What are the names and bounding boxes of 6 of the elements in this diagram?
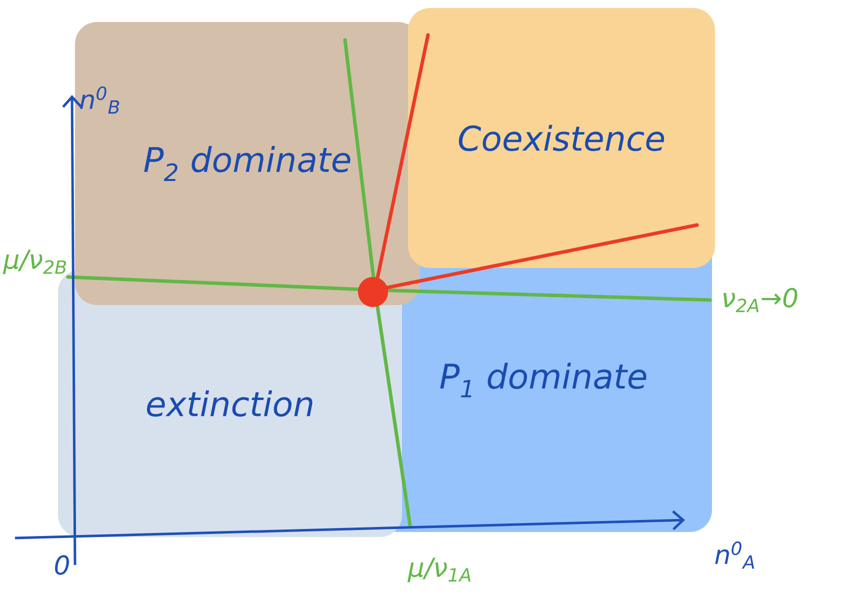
axis-label: ν$_{2A}$→0 xyxy=(724,288,798,312)
axis-label: 0 xyxy=(55,555,69,575)
axis-label: n$^{0}$A xyxy=(715,541,754,569)
axis-label: n$^{0}$B xyxy=(80,86,120,114)
axis-label: μ/ν$_{1A}$ xyxy=(407,558,470,582)
region-box: Coexistence xyxy=(408,8,715,268)
